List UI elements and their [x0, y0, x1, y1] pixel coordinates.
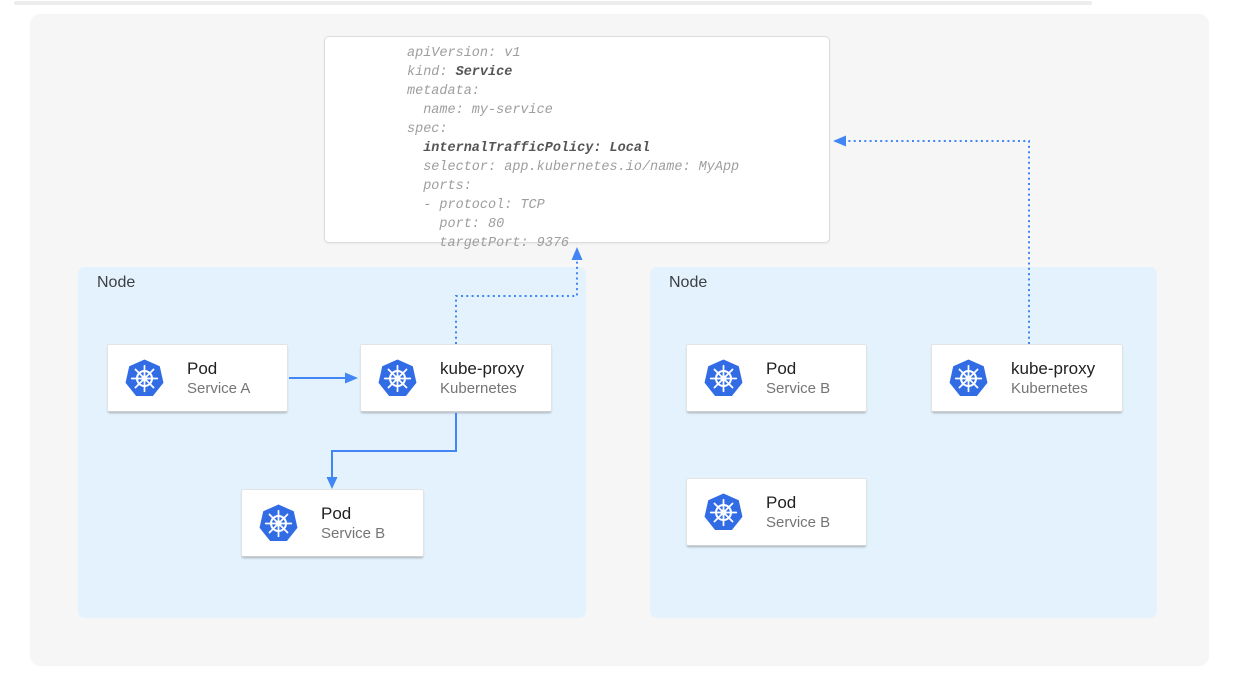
kubernetes-icon — [704, 359, 743, 396]
yaml-line: internalTrafficPolicy: Local — [423, 141, 651, 156]
kubernetes-icon — [125, 359, 164, 396]
node-label: Node — [97, 274, 136, 291]
kubernetes-icon — [378, 359, 417, 396]
card-subtitle: Service B — [766, 379, 831, 397]
yaml-line: apiVersion: v1 — [407, 46, 521, 61]
kubernetes-icon — [704, 493, 743, 530]
card-subtitle: Kubernetes — [1011, 379, 1088, 397]
yaml-line: targetPort: 9376 — [407, 236, 570, 251]
node-box-left: Node — [78, 267, 586, 618]
top-divider — [14, 1, 1092, 5]
yaml-line: - protocol: TCP — [407, 198, 545, 213]
kubernetes-icon — [259, 504, 298, 541]
yaml-line: selector: app.kubernetes.io/name: MyApp — [407, 160, 740, 175]
yaml-line: kind: Service — [407, 65, 513, 80]
yaml-line: name: my-service — [407, 103, 553, 118]
card-title: Pod — [766, 358, 797, 378]
yaml-line: spec: — [407, 122, 448, 137]
card-subtitle: Service B — [766, 513, 831, 531]
card-subtitle: Service B — [321, 524, 386, 542]
card-subtitle: Service A — [187, 379, 251, 397]
card-title: kube-proxy — [1011, 358, 1096, 378]
yaml-line: ports: — [407, 179, 472, 194]
node-label: Node — [669, 274, 708, 291]
service-yaml-card: apiVersion: v1 kind: Service metadata: n… — [324, 36, 830, 251]
card-title: Pod — [321, 503, 352, 523]
yaml-line: port: 80 — [407, 217, 505, 232]
node-box-right: Node — [650, 267, 1157, 618]
card-subtitle: Kubernetes — [440, 379, 517, 397]
card-title: kube-proxy — [440, 358, 525, 378]
card-title: Pod — [187, 358, 218, 378]
yaml-line: metadata: — [407, 84, 480, 99]
card-title: Pod — [766, 492, 797, 512]
kubernetes-icon — [949, 359, 988, 396]
